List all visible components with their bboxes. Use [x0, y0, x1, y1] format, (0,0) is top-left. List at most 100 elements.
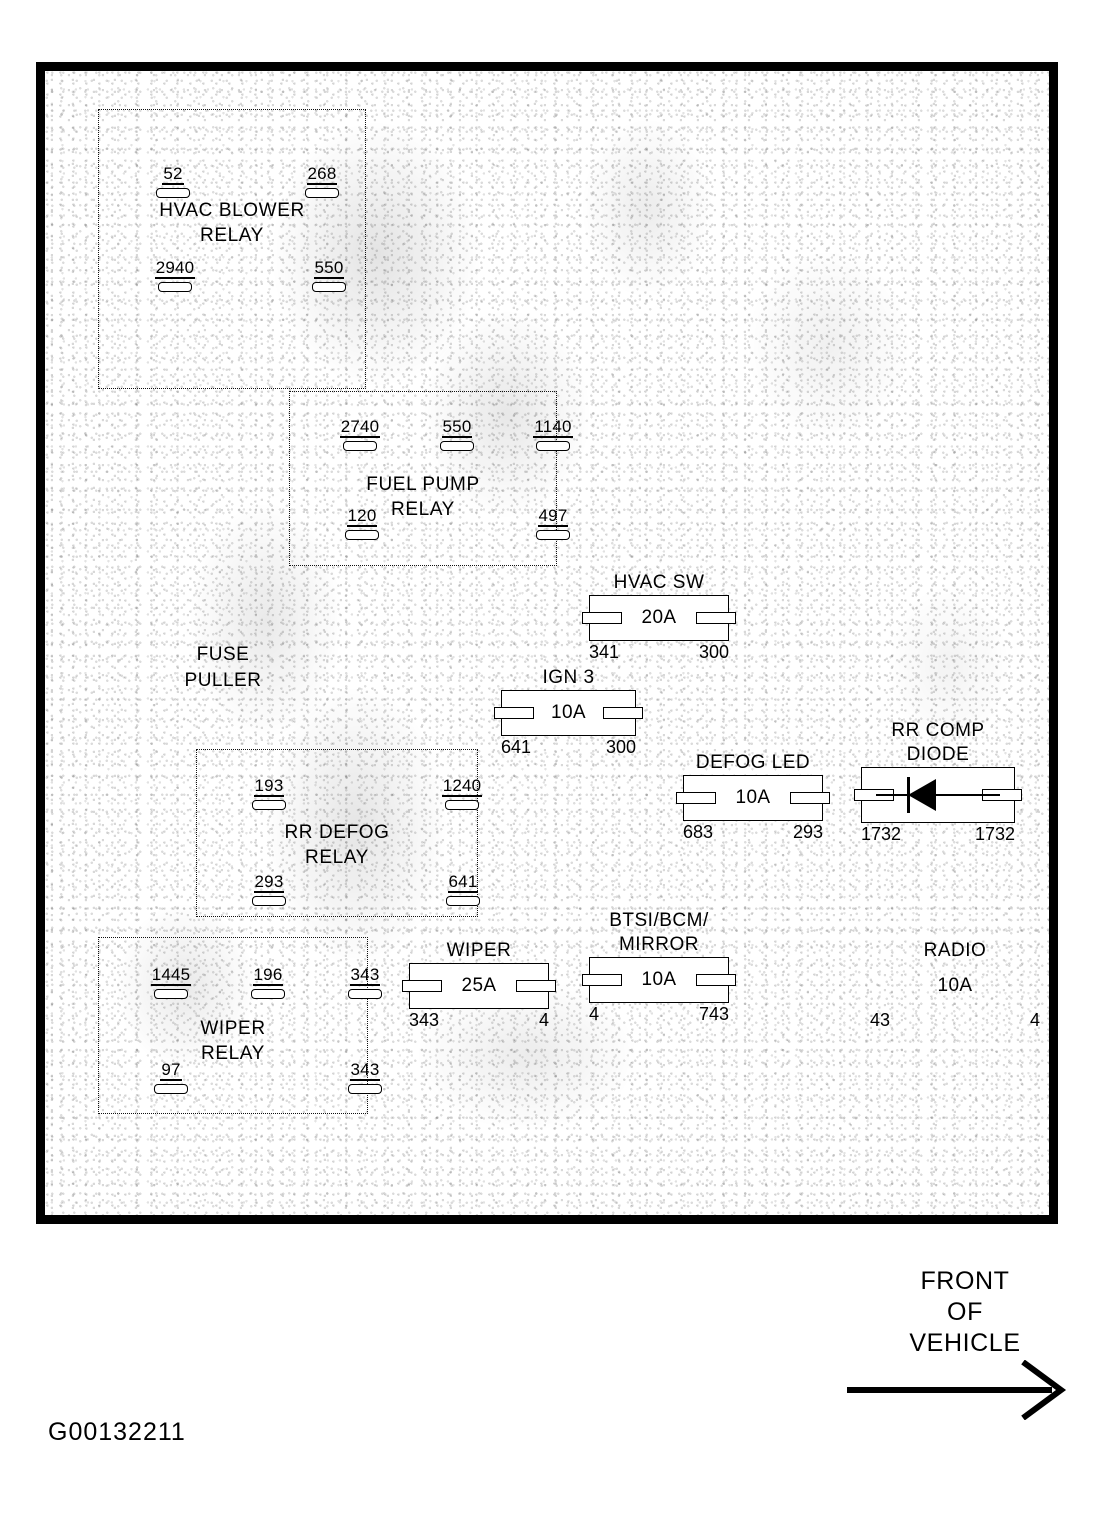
pin-right: 4: [1029, 1010, 1040, 1030]
terminal-slot-icon: [252, 800, 286, 810]
hvac-sw-fuse[interactable]: HVAC SW 20A 341 300: [582, 571, 736, 665]
ign-3-fuse-label: IGN 3: [542, 667, 595, 688]
terminal-number: 1240: [441, 776, 483, 797]
wiper-fuse-amperage: 25A: [461, 975, 497, 996]
fuel-pump-relay-title: FUEL PUMP RELAY: [366, 474, 480, 520]
wiper-fuse[interactable]: WIPER 25A 343 4: [402, 939, 556, 1033]
image-id-caption: G00132211: [48, 1418, 186, 1446]
terminal-slot-icon: [251, 989, 285, 999]
pin-left: 641: [501, 737, 532, 757]
terminal-number: 196: [252, 965, 284, 986]
terminal-wiper-343-top[interactable]: 343: [338, 965, 392, 999]
terminal-number: 550: [441, 417, 473, 438]
btsi-bcm-mirror-fuse[interactable]: BTSI/BCM/ MIRROR 10A 4 743: [582, 909, 736, 1027]
rr-comp-diode-body[interactable]: [854, 767, 1022, 823]
diode-triangle-icon: [908, 779, 936, 811]
terminal-slot-icon: [445, 800, 479, 810]
hvac-blower-relay[interactable]: HVAC BLOWER RELAY 52 268 2940 550: [98, 109, 366, 389]
pin-right: 1732: [974, 824, 1015, 844]
terminal-hvac-blower-2940[interactable]: 2940: [148, 258, 202, 292]
pin-left: 341: [589, 642, 620, 662]
terminal-fuel-pump-550[interactable]: 550: [430, 417, 484, 451]
diode-cathode-bar-icon: [907, 777, 910, 813]
pin-left: 343: [409, 1010, 440, 1030]
front-of-vehicle-legend: FRONT OF VEHICLE: [860, 1266, 1070, 1359]
pin-right: 293: [792, 822, 823, 842]
wiper-fuse-label: WIPER: [446, 940, 512, 961]
terminal-number: 343: [349, 1060, 381, 1081]
radio-fuse[interactable]: RADIO 10A 43 4: [870, 939, 1040, 1033]
fuse-blade-left-icon: [676, 792, 716, 804]
rr-defog-relay[interactable]: RR DEFOG RELAY 193 1240 293 641: [196, 749, 483, 917]
terminal-hvac-blower-52[interactable]: 52: [146, 164, 200, 198]
hvac-sw-fuse-body[interactable]: 20A: [582, 595, 736, 641]
wiper-fuse-pins: 343 4: [409, 1009, 549, 1033]
terminal-rr-defog-1240[interactable]: 1240: [435, 776, 489, 810]
terminal-slot-icon: [446, 896, 480, 906]
terminal-fuel-pump-1140[interactable]: 1140: [526, 417, 580, 451]
terminal-slot-icon: [536, 441, 570, 451]
wiper-relay-title: WIPER RELAY: [200, 1018, 266, 1064]
terminal-slot-icon: [158, 282, 192, 292]
diode-wire: [876, 794, 1000, 796]
pin-left: 683: [683, 822, 714, 842]
defog-led-fuse-label: DEFOG LED: [695, 752, 811, 773]
ign-3-fuse-amperage: 10A: [550, 702, 586, 723]
pin-right: 743: [698, 1004, 729, 1024]
terminal-wiper-196[interactable]: 196: [241, 965, 295, 999]
terminal-rr-defog-193[interactable]: 193: [242, 776, 296, 810]
terminal-number: 193: [253, 776, 285, 797]
front-of-vehicle-text: FRONT OF VEHICLE: [909, 1267, 1021, 1357]
terminal-fuel-pump-2740[interactable]: 2740: [333, 417, 387, 451]
pin-left: 43: [870, 1010, 891, 1030]
terminal-rr-defog-641[interactable]: 641: [436, 872, 490, 906]
radio-fuse-body[interactable]: 10A: [870, 963, 1040, 1009]
terminal-number: 268: [306, 164, 338, 185]
hvac-sw-fuse-pins: 341 300: [589, 641, 729, 665]
pin-left: 4: [589, 1004, 600, 1024]
wiper-relay[interactable]: WIPER RELAY 1445 196 343 97 343: [98, 937, 382, 1114]
terminal-slot-icon: [348, 1084, 382, 1094]
radio-fuse-label: RADIO: [923, 940, 987, 961]
terminal-number: 641: [447, 872, 479, 893]
wiper-fuse-body[interactable]: 25A: [402, 963, 556, 1009]
terminal-slot-icon: [440, 441, 474, 451]
terminal-slot-icon: [312, 282, 346, 292]
ign-3-fuse[interactable]: IGN 3 10A 641 300: [494, 666, 643, 760]
fuse-blade-right-icon: [696, 612, 736, 624]
btsi-bcm-mirror-fuse-body[interactable]: 10A: [582, 957, 736, 1003]
terminal-number: 1445: [150, 965, 192, 986]
terminal-slot-icon: [536, 530, 570, 540]
terminal-slot-icon: [305, 188, 339, 198]
terminal-slot-icon: [345, 530, 379, 540]
terminal-slot-icon: [343, 441, 377, 451]
terminal-slot-icon: [154, 989, 188, 999]
arrow-right-icon: [847, 1360, 1067, 1420]
terminal-hvac-blower-550[interactable]: 550: [302, 258, 356, 292]
terminal-wiper-97[interactable]: 97: [144, 1060, 198, 1094]
defog-led-fuse[interactable]: DEFOG LED 10A 683 293: [676, 751, 830, 845]
fuse-box-panel: HVAC BLOWER RELAY 52 268 2940 550 FUEL P…: [36, 62, 1058, 1224]
terminal-slot-icon: [348, 989, 382, 999]
defog-led-fuse-body[interactable]: 10A: [676, 775, 830, 821]
terminal-wiper-343-bottom[interactable]: 343: [338, 1060, 392, 1094]
hvac-sw-fuse-label: HVAC SW: [613, 572, 705, 593]
rr-comp-diode[interactable]: RR COMP DIODE 1732 1732: [854, 719, 1022, 847]
terminal-number: 1140: [533, 417, 573, 438]
fuse-blade-left-icon: [494, 707, 534, 719]
ign-3-fuse-body[interactable]: 10A: [494, 690, 643, 736]
fuse-blade-right-icon: [696, 974, 736, 986]
terminal-number: 550: [313, 258, 345, 279]
terminal-fuel-pump-497[interactable]: 497: [526, 506, 580, 540]
radio-fuse-pins: 43 4: [870, 1009, 1040, 1033]
terminal-fuel-pump-120[interactable]: 120: [335, 506, 389, 540]
rr-comp-diode-pins: 1732 1732: [861, 823, 1015, 847]
terminal-number: 343: [349, 965, 381, 986]
terminal-hvac-blower-268[interactable]: 268: [295, 164, 349, 198]
terminal-rr-defog-293[interactable]: 293: [242, 872, 296, 906]
terminal-wiper-1445[interactable]: 1445: [144, 965, 198, 999]
rr-comp-diode-label: RR COMP DIODE: [891, 720, 985, 765]
fuel-pump-relay[interactable]: FUEL PUMP RELAY 2740 550 1140 120 497: [289, 391, 573, 566]
fuse-blade-right-icon: [790, 792, 830, 804]
terminal-number: 52: [162, 164, 184, 185]
